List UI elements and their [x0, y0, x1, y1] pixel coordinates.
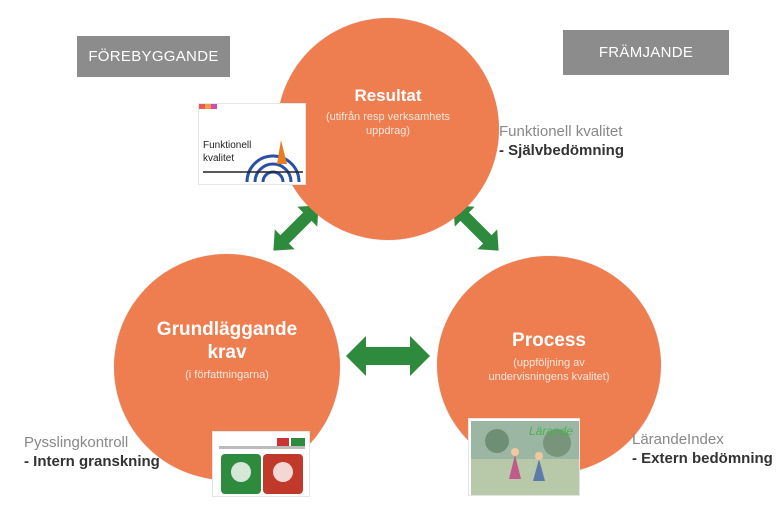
double-arrow-horizontal	[346, 336, 430, 376]
larande-index-photo: Lärande	[471, 421, 579, 495]
larande-index-line1: LärandeIndex	[632, 431, 724, 448]
functional-quality-logo-line1: Funktionell	[203, 140, 252, 151]
preventive-tag-label: FÖREBYGGANDE	[88, 48, 219, 65]
functional-quality-logo: Funktionell kvalitet	[198, 103, 306, 185]
functional-quality-line2: - Självbedömning	[499, 142, 625, 159]
pyssling-control-line1: Pysslingkontroll	[24, 434, 129, 451]
larande-index-label: LärandeIndex - Extern bedömning	[632, 430, 773, 468]
svg-text:Lärande: Lärande	[529, 424, 573, 438]
basic-requirements-title-line1: Grundläggande	[156, 319, 298, 340]
preventive-tag: FÖREBYGGANDE	[77, 36, 230, 77]
pyssling-control-line2: - Intern granskning	[24, 453, 160, 470]
result-subtitle: (utifrån resp verksamhets uppdrag)	[325, 110, 451, 137]
result-title: Resultat	[354, 85, 422, 105]
larande-index-logo: Lärande	[468, 418, 580, 496]
signal-waves-icon	[199, 104, 303, 183]
result-circle: Resultat (utifrån resp verksamhets uppdr…	[277, 18, 499, 240]
promoting-tag-label: FRÄMJANDE	[598, 44, 694, 61]
functional-quality-logo-line2: kvalitet	[203, 153, 235, 164]
functional-quality-line1: Funktionell kvalitet	[499, 123, 623, 140]
process-title: Process	[512, 329, 586, 351]
double-arrow-top-left	[273, 205, 319, 251]
pyssling-control-label: Pysslingkontroll - Intern granskning	[24, 433, 160, 471]
functional-quality-logo-text: Funktionell kvalitet	[203, 139, 251, 165]
pyssling-logo-graphic	[219, 438, 305, 494]
basic-requirements-title-line2: krav	[207, 342, 247, 363]
basic-requirements-subtitle: (i författningarna)	[185, 369, 269, 381]
functional-quality-label: Funktionell kvalitet - Självbedömning	[499, 122, 624, 160]
process-subtitle: (uppföljning av undervisningens kvalitet…	[488, 356, 610, 383]
promoting-tag: FRÄMJANDE	[563, 30, 729, 75]
pyssling-logo	[212, 431, 310, 497]
larande-index-line2: - Extern bedömning	[632, 450, 773, 467]
double-arrow-top-right	[453, 205, 499, 251]
